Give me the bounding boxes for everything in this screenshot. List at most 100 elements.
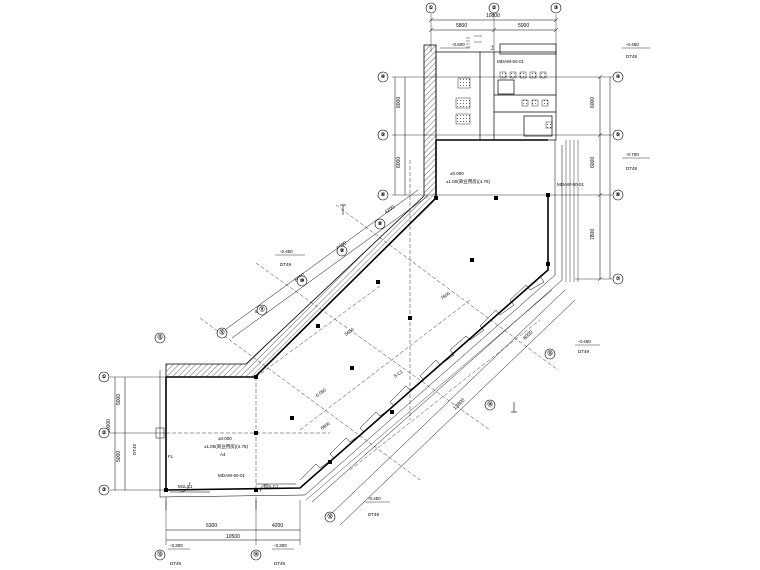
- axis-label-a3: ③: [554, 5, 559, 11]
- room-sub-left: A4: [220, 452, 226, 457]
- axis-label-a4: ④: [616, 74, 621, 80]
- dim-diag-lower-2: 13800: [452, 397, 466, 411]
- axis-label-a6: ⑥: [616, 192, 621, 198]
- left-wing-details: [155, 427, 296, 510]
- axis-label-bottom-1: ⑬: [157, 551, 162, 558]
- axis-label-a7: ⑦: [616, 276, 621, 282]
- room-name-left: ±1.00(商业用房)(4.75): [204, 443, 248, 450]
- dim-left-mid: 6000: [396, 157, 402, 168]
- right-dimensions: [597, 74, 611, 282]
- top-dimensions: [428, 17, 559, 33]
- room-tag-right: MDAW-50-01: [557, 182, 585, 187]
- axis-bubbles-left: [98, 332, 166, 496]
- axis-bubbles-upper-left: [377, 71, 389, 201]
- door-tag-left: M1LC1: [178, 484, 193, 489]
- dim-mid-b: 6800: [320, 421, 331, 431]
- inner-perimeter: [159, 140, 563, 503]
- dim-left-total: 10000: [106, 419, 112, 433]
- dim-bottom-total: 10500: [226, 534, 240, 540]
- note-right-sub: DT49: [626, 166, 638, 171]
- note-left-sub: DT49: [132, 443, 137, 455]
- dim-top-right: 5000: [518, 23, 529, 29]
- bottom-dimensions: [166, 529, 300, 541]
- door-tag-right: M1LC1: [264, 484, 279, 489]
- stair-up-label: 上: [490, 44, 495, 50]
- axis-label-left-top: ⑫: [157, 334, 162, 341]
- axis-label-left-2: ②: [102, 430, 107, 436]
- note-bottom-right-sub: DT49: [274, 561, 286, 566]
- axis-label-a5b: ⑤: [381, 132, 386, 138]
- axis-bubbles-right: [612, 71, 624, 285]
- dim-diag-lower-1: 6000: [522, 329, 534, 341]
- axis-label-a1: ①: [429, 5, 434, 11]
- exterior-wall-hatched: [165, 44, 437, 378]
- left-dimensions: [114, 377, 126, 490]
- storefront-zigzag: [299, 269, 549, 481]
- room-level-left: ±0.000: [218, 436, 232, 441]
- window-tag: S.C1: [393, 369, 404, 379]
- service-block: [435, 43, 557, 141]
- level-diag: -0.450: [280, 249, 293, 254]
- axis-bubbles-diag-lower: [324, 348, 556, 523]
- dim-left-2: 5000: [116, 451, 122, 462]
- axis-label-a11: ⑪: [259, 306, 264, 313]
- note-top-right-sub: DT49: [626, 54, 638, 59]
- dim-top-left: 5800: [456, 23, 467, 29]
- level-bottom-right: -0.300: [274, 543, 287, 548]
- dim-bottom-right: 4200: [272, 523, 283, 529]
- dim-top-total: 10800: [486, 13, 500, 19]
- note-bottom-diag-sub: DT49: [368, 512, 380, 517]
- axis-label-a9: ⑨: [340, 248, 345, 254]
- right-ramp: [565, 140, 579, 282]
- room-level-center: -0.050: [314, 387, 328, 399]
- level-top-left: -0.600: [452, 42, 465, 47]
- axis-label-a4b: ④: [381, 74, 386, 80]
- axis-label-a6b: ⑥: [381, 192, 386, 198]
- dim-right-3: 7800: [590, 229, 596, 240]
- axis-label-a2: ②: [492, 5, 497, 11]
- axis-label-left-1: ①: [102, 374, 107, 380]
- room-tag-top: MDAW-50-01: [497, 59, 525, 64]
- axis-label-a12b: ⑫: [327, 513, 332, 520]
- level-top-right: -0.450: [626, 42, 639, 47]
- dim-right-2: 6000: [590, 157, 596, 168]
- dim-left-1: 5000: [116, 394, 122, 405]
- axis-bubbles-diag-upper: [216, 218, 386, 339]
- axis-bubbles-bottom: [154, 549, 262, 561]
- axis-label-a14: ⑭: [487, 401, 492, 408]
- axis-label-a5: ⑤: [616, 132, 621, 138]
- axis-label-a13: ⑬: [547, 350, 552, 357]
- axis-label-a12: ⑫: [219, 329, 224, 336]
- dim-bottom-left: 6300: [206, 523, 217, 529]
- note-bottom-left-sub: DT49: [170, 561, 182, 566]
- dim-center-diag: 7600: [440, 291, 451, 301]
- level-bottom-left: -0.300: [170, 543, 183, 548]
- dim-mid-a: 5650: [344, 327, 355, 337]
- outer-pavement-line: [305, 289, 553, 501]
- axis-label-bottom-2: ⑭: [253, 551, 258, 558]
- section-markers: [340, 204, 517, 413]
- axis-label-a10: ⑩: [300, 278, 305, 284]
- room-tag-left: MDAW-50-01: [218, 473, 246, 478]
- diagonal-dimensions-upper: [221, 189, 429, 339]
- axis-label-left-3: ③: [102, 487, 107, 493]
- dim-diag-upper: 4200: [384, 204, 397, 216]
- dim-right-1: 6000: [590, 97, 596, 108]
- room-level: ±0.000: [450, 171, 464, 176]
- axis-bubbles-top: [425, 2, 562, 14]
- room-name: ±1.00(商业用房)(4.75): [446, 178, 490, 185]
- dim-left-top: 6000: [396, 97, 402, 108]
- section-label: FL: [168, 454, 174, 459]
- toilet-fixtures: [455, 71, 553, 129]
- level-bottom-diag: -0.450: [368, 496, 381, 501]
- diagonal-grid: [166, 160, 559, 490]
- diagonal-dimensions-lower: [329, 289, 576, 526]
- note-diag-sub: DT49: [280, 262, 292, 267]
- level-right: -0.700: [626, 152, 639, 157]
- level-right-lower: -0.450: [578, 339, 591, 344]
- level-leaders: [168, 47, 650, 550]
- upper-left-dimensions: [394, 77, 406, 195]
- columns: [164, 193, 550, 492]
